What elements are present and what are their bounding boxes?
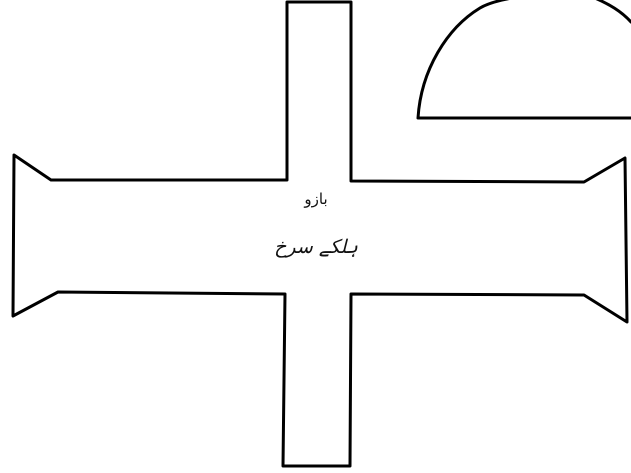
cross-pattern-outline: [11, 0, 629, 468]
color-name-label: ہلکے سرخ: [274, 236, 358, 258]
part-name-label: بازو: [304, 190, 328, 208]
dome-pattern-outline: [416, 0, 631, 120]
